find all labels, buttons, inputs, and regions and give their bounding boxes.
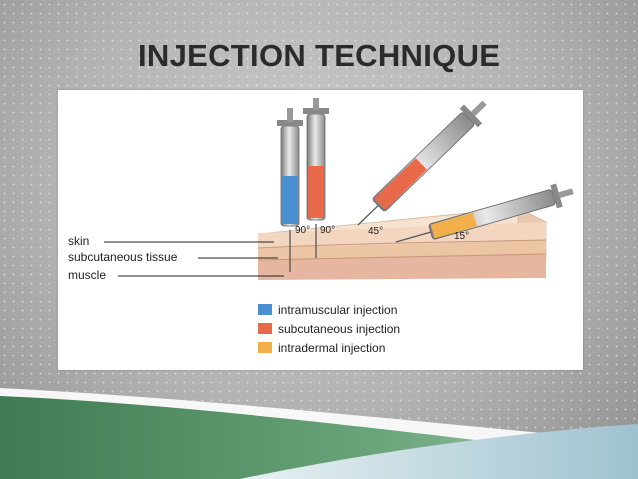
slide-title: INJECTION TECHNIQUE xyxy=(138,38,501,73)
injection-diagram: skin subcutaneous tissue muscle xyxy=(58,90,583,370)
legend-swatch-intradermal xyxy=(258,342,272,353)
layer-label-muscle: muscle xyxy=(68,268,106,282)
legend-label-intradermal: intradermal injection xyxy=(278,341,385,355)
syringe-intramuscular xyxy=(277,108,303,272)
legend: intramuscular injection subcutaneous inj… xyxy=(258,303,400,355)
layer-label-skin: skin xyxy=(68,234,89,248)
syringe-intradermal xyxy=(395,183,574,243)
legend-label-subcutaneous: subcutaneous injection xyxy=(278,322,400,336)
layer-label-subcutaneous: subcutaneous tissue xyxy=(68,250,178,264)
angle-label-intradermal: 15° xyxy=(454,231,469,242)
diagram-svg: skin subcutaneous tissue muscle xyxy=(68,98,574,355)
legend-swatch-intramuscular xyxy=(258,304,272,315)
syringe-subcutaneous-45 xyxy=(357,100,487,226)
angle-label-subcutaneous-angled: 45° xyxy=(368,226,383,237)
angle-label-intramuscular: 90° xyxy=(295,225,310,236)
syringe-subcutaneous-90 xyxy=(303,98,329,258)
angle-label-subcutaneous: 90° xyxy=(320,225,335,236)
legend-swatch-subcutaneous xyxy=(258,323,272,334)
bottom-decoration xyxy=(0,388,638,479)
tissue-block xyxy=(257,207,548,280)
legend-label-intramuscular: intramuscular injection xyxy=(278,303,397,317)
